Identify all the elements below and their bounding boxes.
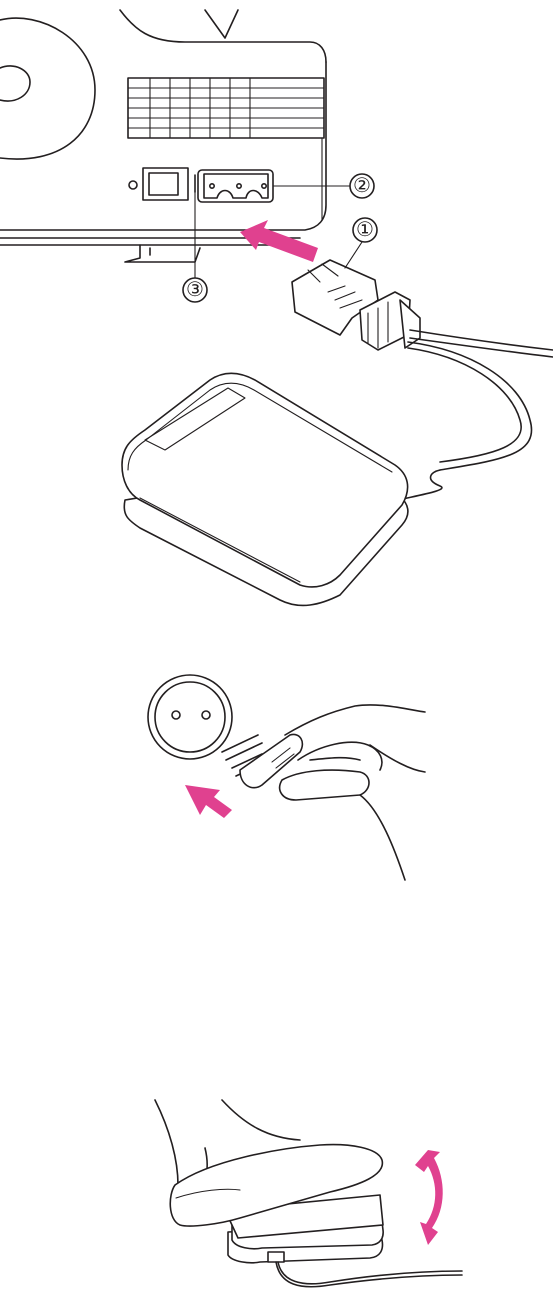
insert-arrow bbox=[240, 220, 318, 262]
callout-3-label: ③ bbox=[186, 279, 204, 301]
callout-2-label: ② bbox=[353, 175, 371, 197]
plug-in-arrow bbox=[185, 785, 232, 818]
up-down-arrow bbox=[415, 1150, 443, 1245]
wall-outlet bbox=[148, 675, 232, 759]
machine-side-panel: ② ③ bbox=[0, 10, 374, 302]
machine-socket bbox=[198, 170, 273, 202]
power-switch bbox=[129, 168, 188, 200]
vent-grille bbox=[128, 78, 324, 138]
wall-plug-panel bbox=[148, 675, 425, 880]
foot-press-panel bbox=[155, 1100, 462, 1287]
callout-1-label: ① bbox=[356, 219, 374, 241]
foot-controller bbox=[122, 373, 408, 605]
